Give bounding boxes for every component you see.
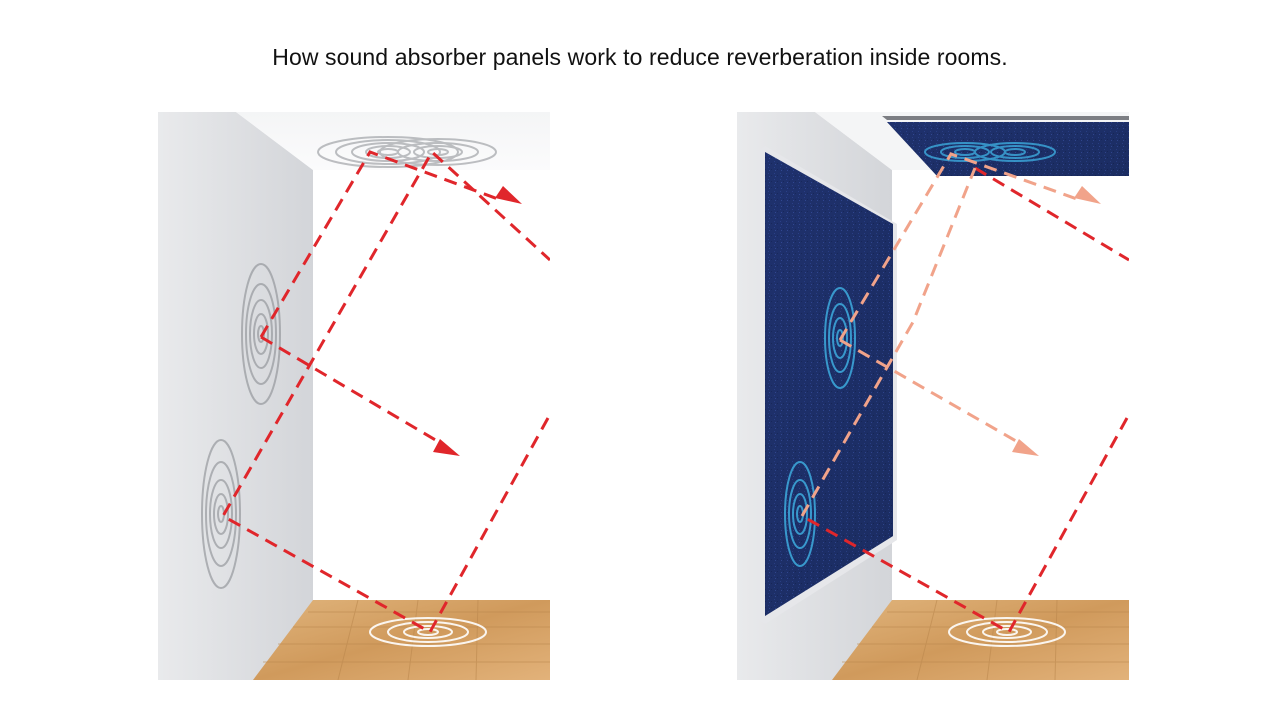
side-wall	[158, 112, 313, 680]
reflection-rays	[801, 166, 1129, 635]
sound-ripple-icon	[824, 287, 856, 389]
sound-ripple-icon	[948, 617, 1066, 647]
sound-ripple-icon	[369, 617, 487, 647]
reflection-rays	[220, 149, 550, 635]
arrowhead-icon	[1074, 186, 1101, 204]
absorbed-rays	[800, 152, 1078, 517]
sound-ripple-icon	[317, 136, 497, 168]
wall-absorber-panel	[757, 146, 897, 624]
untreated-room-diagram	[158, 112, 550, 680]
arrowhead-icon	[495, 186, 522, 204]
treated-room-diagram	[737, 112, 1129, 680]
slide-title: How sound absorber panels work to reduce…	[272, 44, 1008, 70]
sound-ripple-icon	[924, 142, 1056, 162]
sound-ripple-icon	[201, 439, 241, 589]
arrowhead-icon	[433, 439, 460, 456]
arrowhead-icon	[1012, 439, 1039, 456]
sound-ripple-icon	[784, 461, 816, 567]
